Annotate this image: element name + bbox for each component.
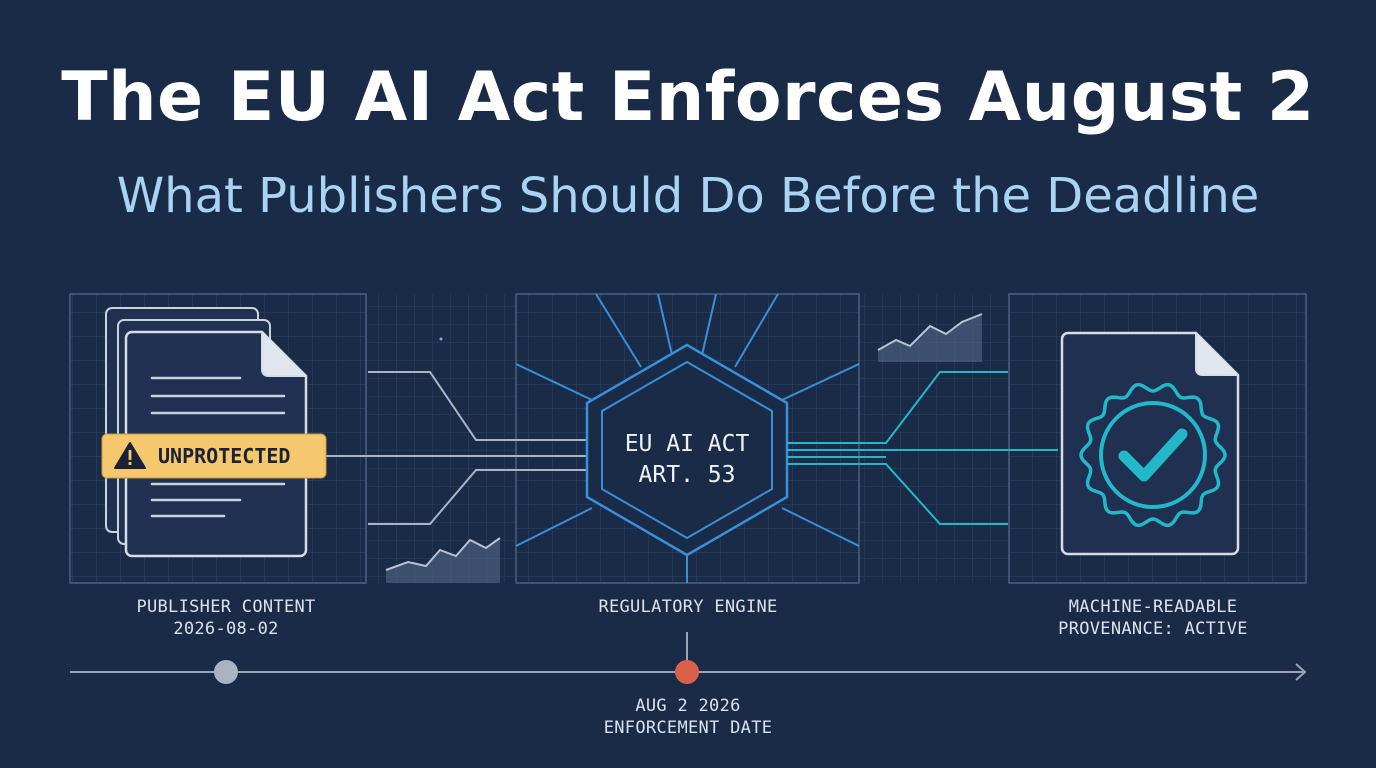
eu-ai-act-hexagon: EU AI ACT ART. 53 [585,343,789,557]
sparkline-chart-left [376,528,504,584]
enforcement-date-caption: AUG 2 2026 ENFORCEMENT DATE [603,696,773,738]
warning-badge-text: UNPROTECTED [158,444,290,468]
hexagon-article: ART. 53 [639,462,736,488]
engine-radial-lines [515,293,860,583]
timeline [70,632,1307,684]
hexagon-title: EU AI ACT [625,431,750,457]
input-connector-lines [326,337,586,525]
output-connector-lines [787,371,1058,525]
verified-seal-check-icon [1079,382,1227,528]
provenance-caption: MACHINE-READABLE PROVENANCE: ACTIVE [1058,597,1248,639]
document-stack-icon [105,307,308,558]
engine-caption: REGULATORY ENGINE [598,597,778,617]
publisher-caption: PUBLISHER CONTENT 2026-08-02 [136,597,316,639]
warning-triangle-icon [114,442,146,469]
page-title: The EU AI Act Enforces August 2 [61,58,1315,137]
timeline-marker-publisher [214,660,238,684]
timeline-marker-deadline [675,660,699,684]
unprotected-warning-badge: UNPROTECTED [101,433,327,479]
sparkline-chart-right [872,308,986,362]
page-subtitle: What Publishers Should Do Before the Dea… [116,168,1260,224]
